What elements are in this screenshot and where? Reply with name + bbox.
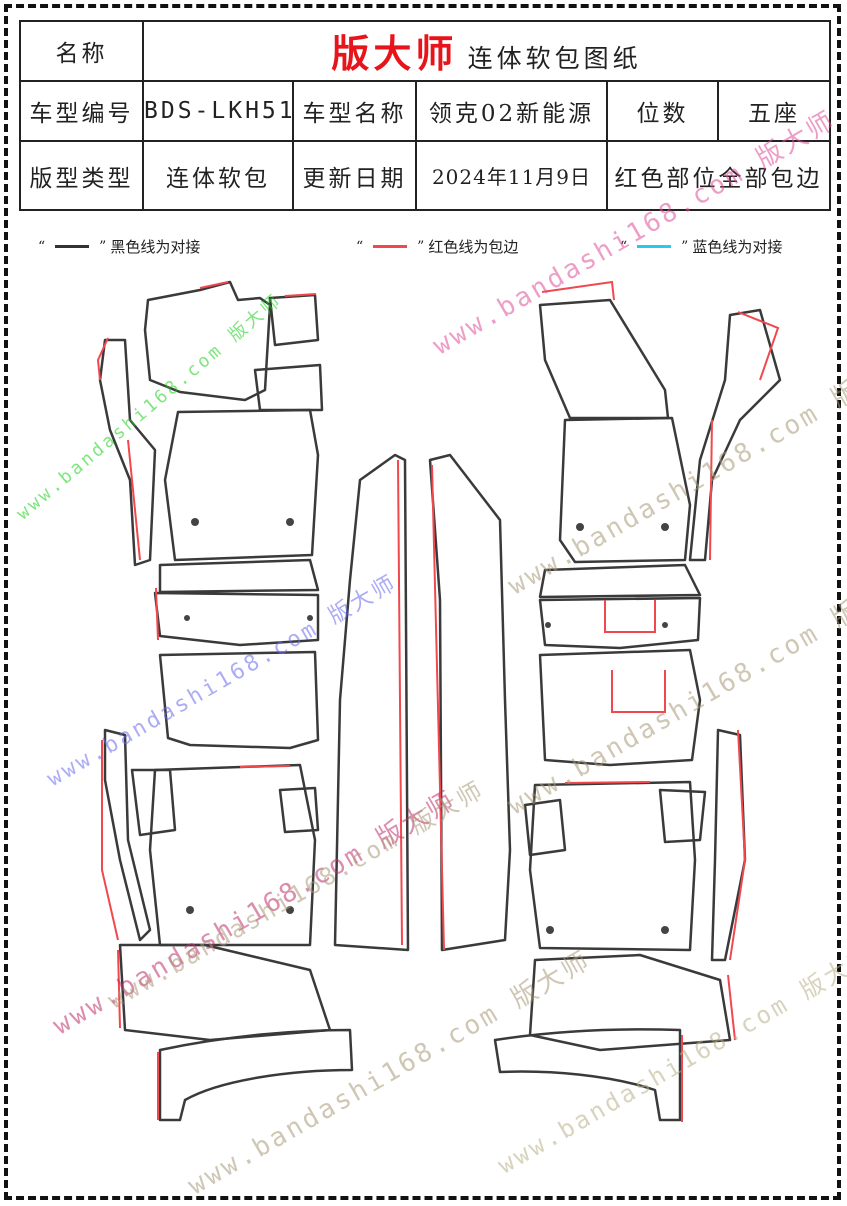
style-value: 连体软包 (142, 140, 294, 211)
hole-right-a (576, 523, 584, 531)
piece-left-center-strip (333, 453, 410, 952)
model-code-label: 车型编号 (19, 79, 144, 143)
red-edge-right-center (431, 464, 445, 951)
red-edge-left-center (397, 459, 403, 946)
red-edge-right-long (729, 729, 747, 961)
red-edge-right-rear (564, 781, 651, 784)
legend-blue-swatch (637, 245, 672, 248)
red-edge-right-side-2 (709, 419, 713, 561)
seats-value: 五座 (717, 79, 831, 143)
piece-right-top-panel (538, 298, 670, 420)
piece-left-rear-floor (148, 763, 317, 947)
piece-left-lower-plate (158, 650, 320, 750)
model-name: 领克02新能源 (415, 79, 608, 143)
hole-right-d (662, 622, 668, 628)
piece-right-mid-plate (538, 596, 702, 650)
red-edge-right-side (737, 311, 780, 381)
piece-right-rear-floor (528, 780, 697, 952)
red-edge-right-top (541, 280, 615, 301)
seats-label: 位数 (606, 79, 719, 143)
legend-blue-text: 蓝色线为对接 (692, 238, 783, 256)
piece-left-bracket-b (278, 786, 320, 834)
hole-left-d (307, 615, 313, 621)
name-label: 名称 (19, 20, 144, 82)
piece-right-bracket-b (658, 788, 707, 844)
title-cell: 版大师 连体软包图纸 (142, 20, 831, 82)
piece-right-main-floor (558, 416, 692, 564)
red-edge-left-small (284, 293, 317, 297)
style-label: 版型类型 (19, 140, 144, 211)
red-edge-left-upper (199, 281, 229, 289)
hole-left-c (184, 615, 190, 621)
info-table: 名称 版大师 连体软包图纸 车型编号 BDS-LKH5151S 车型名称 领克0… (19, 20, 831, 211)
piece-left-bottom-arc (158, 1028, 354, 1122)
red-edge-left-crossbar (155, 587, 159, 641)
note-value: 红色部位全部包边 (606, 140, 831, 211)
model-code: BDS-LKH5151S (142, 79, 294, 143)
piece-right-center-strip (428, 453, 512, 952)
edge-binding-lines (96, 280, 780, 1122)
hole-left-f (286, 906, 294, 914)
model-name-label: 车型名称 (292, 79, 417, 143)
red-edge-right-crossbar (604, 600, 656, 633)
legend-red-text: 红色线为包边 (428, 238, 519, 256)
hole-left-e (186, 906, 194, 914)
brand-title: 版大师 (331, 31, 458, 77)
mount-holes (184, 518, 669, 934)
red-edge-right-lower (611, 670, 666, 713)
piece-left-long-strip (103, 728, 152, 942)
page-border (4, 4, 841, 1200)
legend-black: “” 黑色线为对接 (38, 238, 201, 256)
hole-left-b (286, 518, 294, 526)
piece-right-lower-plate (538, 648, 702, 767)
hole-right-b (661, 523, 669, 531)
legend-black-swatch (55, 245, 90, 248)
red-edge-left-long (101, 740, 119, 941)
hole-right-e (546, 926, 554, 934)
subtitle: 连体软包图纸 (467, 44, 642, 74)
piece-left-mid-plate (153, 591, 320, 647)
piece-left-roll (253, 363, 324, 412)
legend-red-swatch (373, 245, 408, 248)
piece-left-main-floor (163, 408, 320, 562)
piece-right-bottom-arc (493, 1028, 682, 1122)
piece-right-side-strip (688, 308, 782, 562)
red-edge-left-strip-2 (127, 439, 141, 561)
red-edge-right-bottom (727, 974, 736, 1041)
piece-right-crossbar (538, 563, 702, 599)
hole-left-a (191, 518, 199, 526)
hole-right-f (661, 926, 669, 934)
date-value: 2024年11月9日 (415, 140, 608, 211)
red-edge-left-bottom (117, 949, 121, 1029)
piece-right-bracket-a (523, 798, 567, 857)
piece-left-bracket-a (130, 768, 177, 837)
piece-right-long-strip (710, 728, 747, 962)
pattern-pieces (98, 280, 782, 1122)
date-label: 更新日期 (292, 140, 417, 211)
red-edge-left-strip (96, 337, 109, 381)
red-edge-left-rear (239, 765, 291, 768)
legend-blue: “” 蓝色线为对接 (620, 238, 783, 256)
piece-left-crossbar (158, 558, 320, 594)
legend-black-text: 黑色线为对接 (110, 238, 201, 256)
hole-right-c (545, 622, 551, 628)
piece-left-strip (98, 338, 157, 567)
legend-red: “” 红色线为包边 (356, 238, 519, 256)
